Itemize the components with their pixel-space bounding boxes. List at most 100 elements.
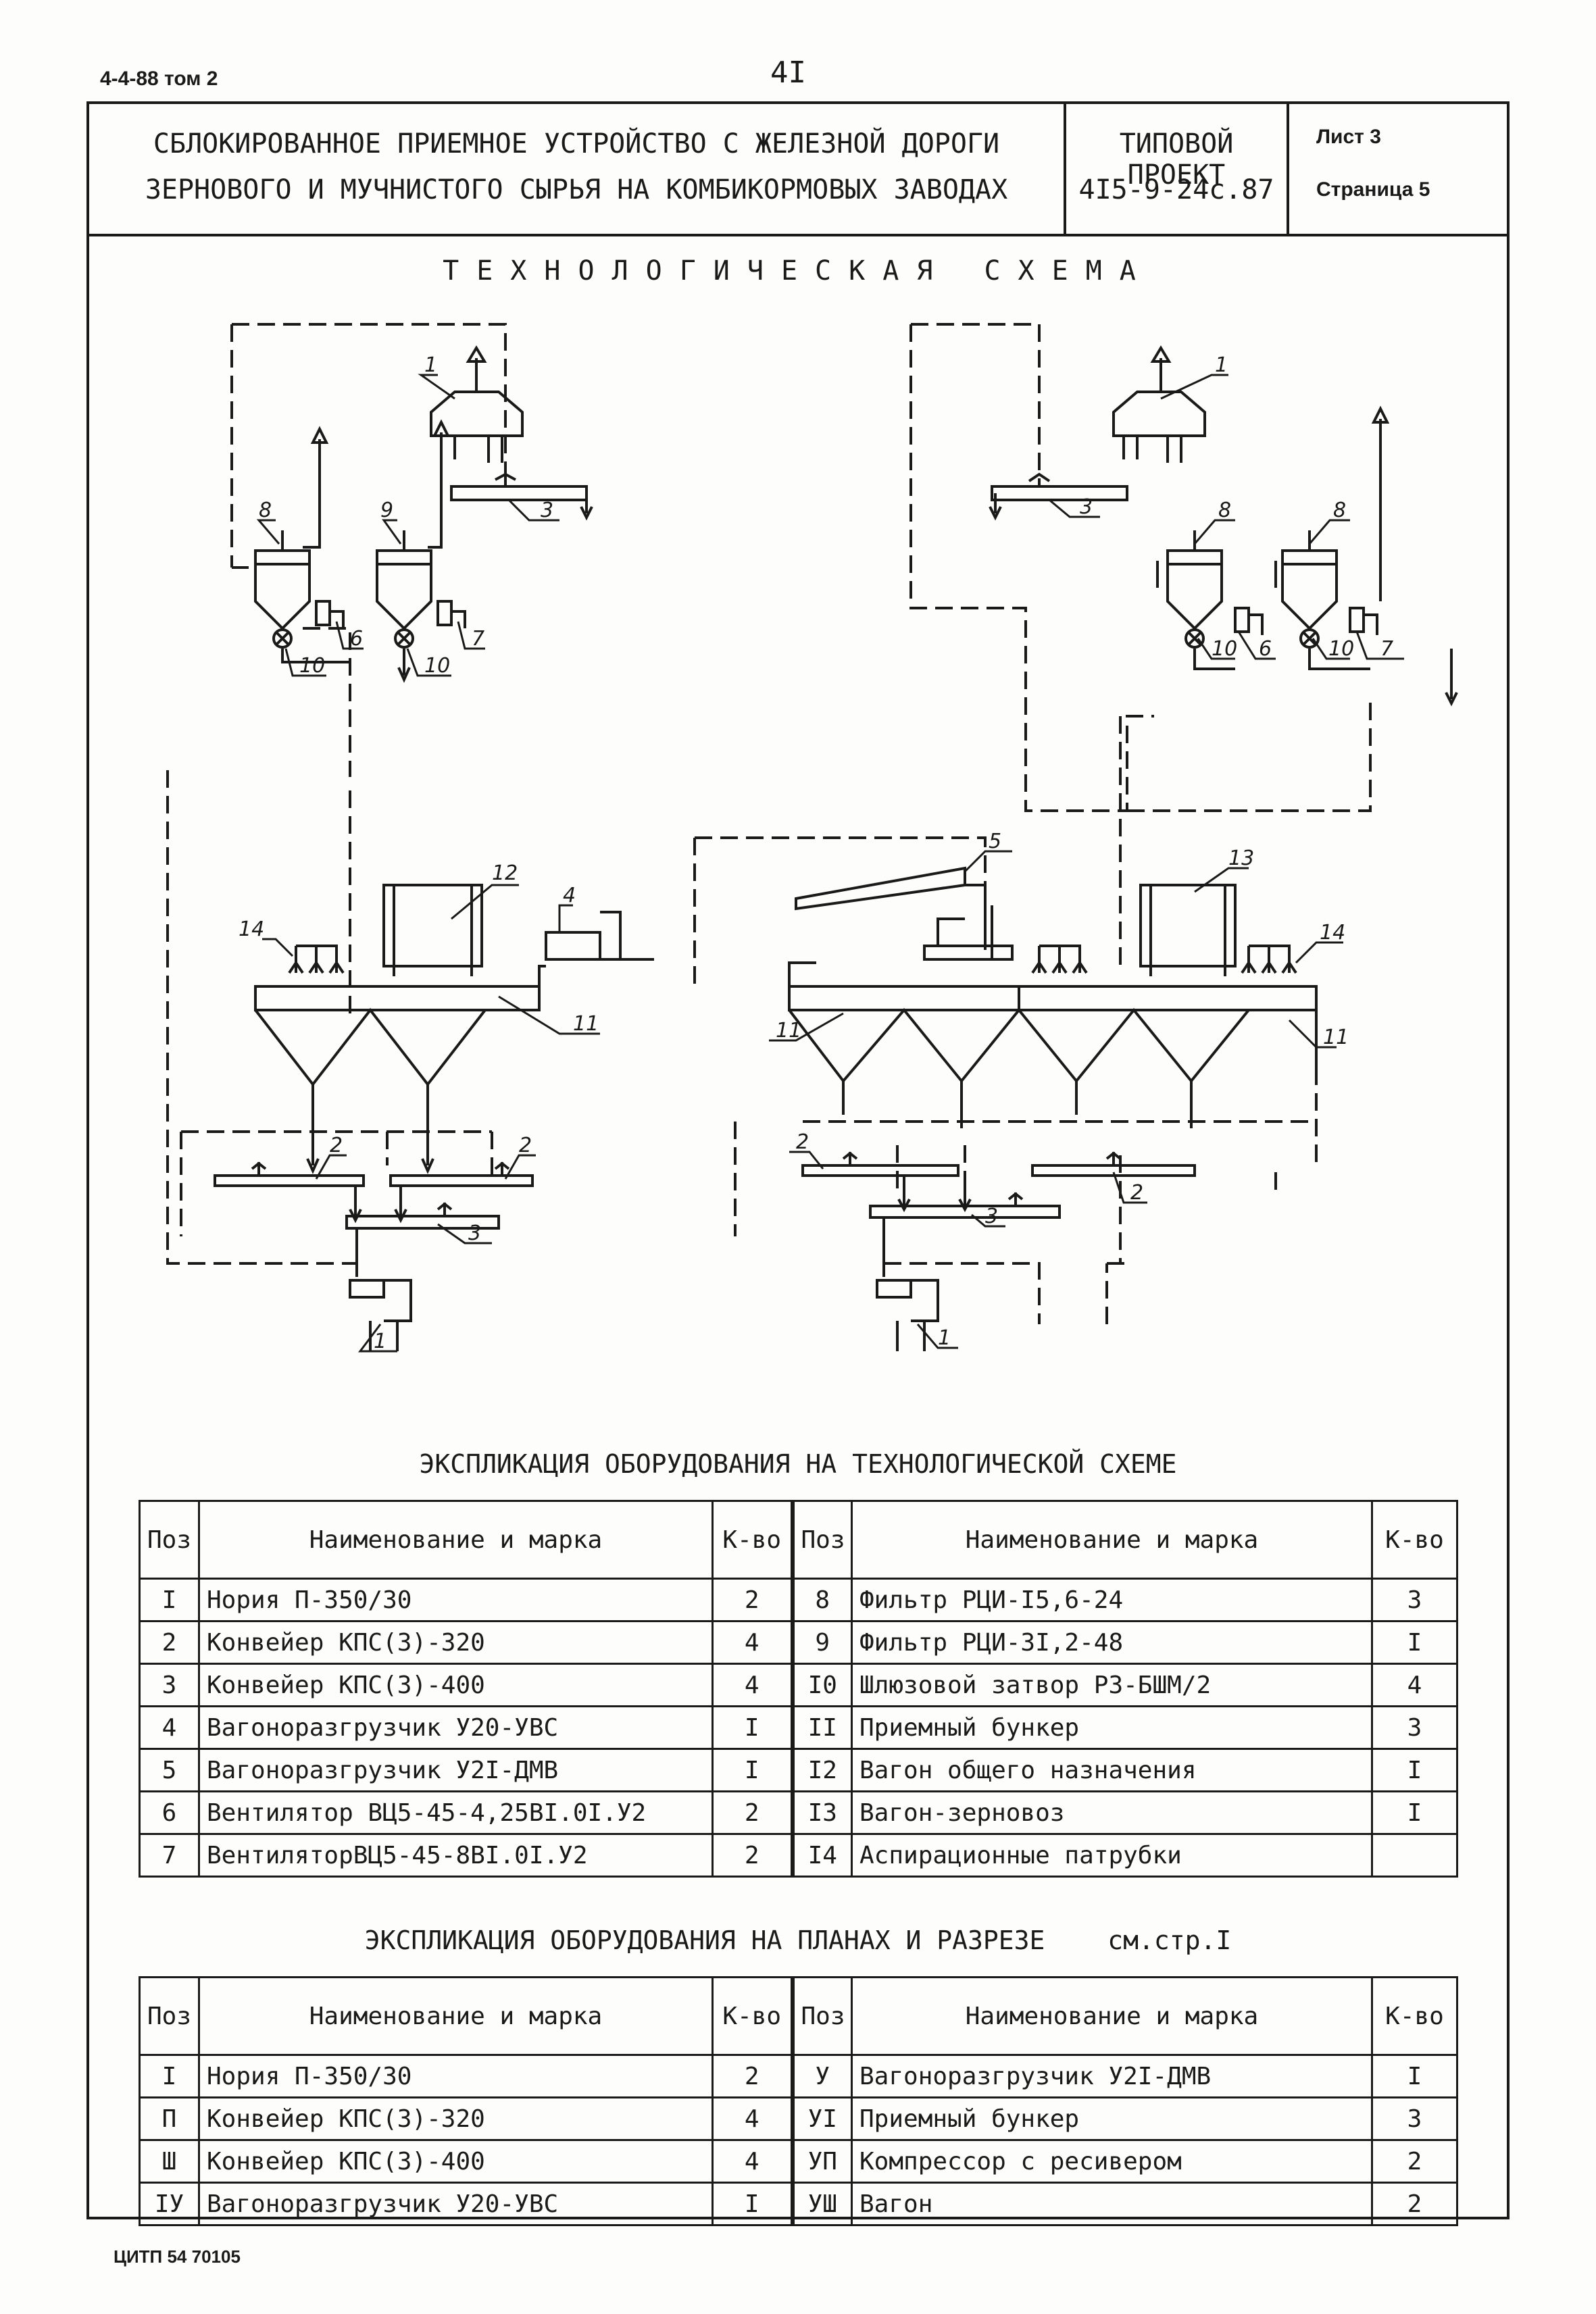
name-cell: Вентилятор ВЦ5-45-4,25ВI.0I.У2 <box>198 1790 714 1835</box>
label-right-11a: 11 <box>776 1019 801 1042</box>
name-cell: Компрессор с ресивером <box>851 2139 1373 2184</box>
name-cell: Приемный бункер <box>851 1705 1373 1750</box>
label-right-3b: 3 <box>985 1205 998 1228</box>
pos-cell: УП <box>790 2139 853 2184</box>
table2-see-reference: см.стр.I <box>1107 1926 1232 1955</box>
label-left-9: 9 <box>380 499 393 522</box>
label-left-11: 11 <box>573 1012 599 1036</box>
label-left-3b: 3 <box>468 1222 481 1245</box>
page-number: 4I <box>770 55 806 90</box>
sheet-label: Лист 3 <box>1316 126 1381 148</box>
document-reference: 4-4-88 том 2 <box>100 68 218 90</box>
pos-cell: 9 <box>790 1620 853 1665</box>
title-block-sheet: Лист 3 Страница 5 <box>1289 101 1507 234</box>
table-row: 2 Конвейер КПС(3)-320 4 9 Фильтр РЦИ-3I,… <box>139 1620 1458 1665</box>
name-cell: Аспирационные патрубки <box>851 1833 1373 1878</box>
qty-cell: I <box>712 2182 793 2226</box>
table1-header-name-left: Наименование и марка <box>198 1500 714 1580</box>
qty-cell: 2 <box>712 1833 793 1878</box>
pos-cell: IУ <box>139 2182 200 2226</box>
pos-cell: 4 <box>139 1705 200 1750</box>
title-block: СБЛОКИРОВАННОЕ ПРИЕМНОЕ УСТРОЙСТВО С ЖЕЛ… <box>86 101 1510 236</box>
table2-header-qty-left: К-во <box>712 1976 793 2056</box>
name-cell: Конвейер КПС(3)-400 <box>198 1663 714 1707</box>
pos-cell: Ш <box>139 2139 200 2184</box>
table-row: IУ Вагоноразгрузчик У20-УВС I УШ Вагон 2 <box>139 2182 1458 2226</box>
table-row: I Нория П-350/30 2 У Вагоноразгрузчик У2… <box>139 2054 1458 2098</box>
qty-cell: 3 <box>1371 1578 1458 1622</box>
table1-header-qty-left: К-во <box>712 1500 793 1580</box>
table-row: I Нория П-350/30 2 8 Фильтр РЦИ-I5,6-24 … <box>139 1578 1458 1622</box>
pos-cell: I4 <box>790 1833 853 1878</box>
label-right-1: 1 <box>1215 353 1228 377</box>
qty-cell: I <box>1371 1748 1458 1792</box>
label-right-6: 6 <box>1259 637 1272 661</box>
qty-cell: 2 <box>1371 2182 1458 2226</box>
qty-cell: 4 <box>712 1663 793 1707</box>
label-right-14: 14 <box>1320 921 1345 945</box>
pos-cell: УШ <box>790 2182 853 2226</box>
scheme-title: ТЕХНОЛОГИЧЕСКАЯ СХЕМА <box>443 255 1153 286</box>
label-right-3a: 3 <box>1080 495 1093 519</box>
project-label: ТИПОВОЙ ПРОЕКТ <box>1119 128 1234 191</box>
qty-cell: 2 <box>712 1578 793 1622</box>
table2-equipment-plans: Поз Наименование и марка К-во Поз Наимен… <box>139 1976 1458 2226</box>
table-row: Ш Конвейер КПС(3)-400 4 УП Компрессор с … <box>139 2139 1458 2184</box>
label-left-1: 1 <box>424 353 437 377</box>
qty-cell: I <box>1371 1790 1458 1835</box>
label-left-1b: 1 <box>374 1330 386 1353</box>
qty-cell: 4 <box>712 1620 793 1665</box>
pos-cell: 8 <box>790 1578 853 1622</box>
label-right-1b: 1 <box>938 1326 951 1350</box>
label-left-12: 12 <box>492 861 518 885</box>
pos-cell: I3 <box>790 1790 853 1835</box>
name-cell: Вагон общего назначения <box>851 1748 1373 1792</box>
label-left-4: 4 <box>563 884 576 907</box>
table2-header-row: Поз Наименование и марка К-во Поз Наимен… <box>139 1976 1458 2056</box>
qty-cell: 4 <box>712 2139 793 2184</box>
qty-cell: I <box>1371 1620 1458 1665</box>
pos-cell: I <box>139 2054 200 2098</box>
pos-cell: П <box>139 2096 200 2141</box>
table-row: П Конвейер КПС(3)-320 4 УI Приемный бунк… <box>139 2096 1458 2141</box>
label-right-2b: 2 <box>1130 1181 1143 1205</box>
label-left-2b: 2 <box>519 1134 532 1157</box>
label-left-10b: 10 <box>424 654 450 678</box>
table1-header-name-right: Наименование и марка <box>851 1500 1373 1580</box>
pos-cell: I <box>139 1578 200 1622</box>
table1-header-pos-right: Поз <box>790 1500 853 1580</box>
label-left-6: 6 <box>350 627 363 651</box>
qty-cell: I <box>712 1748 793 1792</box>
label-left-3a: 3 <box>541 499 553 522</box>
label-left-7: 7 <box>472 627 484 651</box>
title-block-main: СБЛОКИРОВАННОЕ ПРИЕМНОЕ УСТРОЙСТВО С ЖЕЛ… <box>86 101 1066 234</box>
table2-header-name-left: Наименование и марка <box>198 1976 714 2056</box>
pos-cell: 5 <box>139 1748 200 1792</box>
title-line-2: ЗЕРНОВОГО И МУЧНИСТОГО СЫРЬЯ НА КОМБИКОР… <box>145 174 1008 205</box>
pos-cell: I2 <box>790 1748 853 1792</box>
table2-title: ЭКСПЛИКАЦИЯ ОБОРУДОВАНИЯ НА ПЛАНАХ И РАЗ… <box>86 1926 1510 1955</box>
table1-header-pos-left: Поз <box>139 1500 200 1580</box>
table-row: 7 ВентиляторВЦ5-45-8ВI.0I.У2 2 I4 Аспира… <box>139 1833 1458 1878</box>
label-right-13: 13 <box>1228 847 1254 870</box>
table-row: 6 Вентилятор ВЦ5-45-4,25ВI.0I.У2 2 I3 Ва… <box>139 1790 1458 1835</box>
label-left-8: 8 <box>259 499 272 522</box>
name-cell: Приемный бункер <box>851 2096 1373 2141</box>
name-cell: Фильтр РЦИ-I5,6-24 <box>851 1578 1373 1622</box>
name-cell: Конвейер КПС(3)-400 <box>198 2139 714 2184</box>
name-cell: Нория П-350/30 <box>198 1578 714 1622</box>
qty-cell: 4 <box>1371 1663 1458 1707</box>
qty-cell: 4 <box>712 2096 793 2141</box>
pos-cell: 7 <box>139 1833 200 1878</box>
table2-header-pos-left: Поз <box>139 1976 200 2056</box>
pos-cell: II <box>790 1705 853 1750</box>
name-cell: Вагоноразгрузчик У2I-ДМВ <box>851 2054 1373 2098</box>
title-line-1: СБЛОКИРОВАННОЕ ПРИЕМНОЕ УСТРОЙСТВО С ЖЕЛ… <box>153 128 1000 159</box>
pos-cell: I0 <box>790 1663 853 1707</box>
label-left-2a: 2 <box>330 1134 343 1157</box>
name-cell: Вагоноразгрузчик У2I-ДМВ <box>198 1748 714 1792</box>
pos-cell: 6 <box>139 1790 200 1835</box>
table1-equipment-scheme: Поз Наименование и марка К-во Поз Наимен… <box>139 1500 1458 1878</box>
label-right-8a: 8 <box>1218 499 1231 522</box>
table2-title-text: ЭКСПЛИКАЦИЯ ОБОРУДОВАНИЯ НА ПЛАНАХ И РАЗ… <box>364 1926 1045 1955</box>
